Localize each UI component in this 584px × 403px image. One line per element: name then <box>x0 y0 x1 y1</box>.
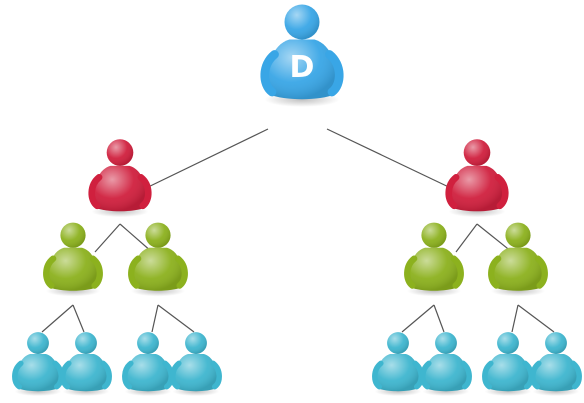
connector-line <box>151 304 159 333</box>
level-2-person-node <box>404 222 464 297</box>
level-2-person-node <box>43 222 103 297</box>
person-nodes: D <box>12 4 582 397</box>
level-3-person-node <box>530 332 582 397</box>
level-3-person-node <box>60 332 112 397</box>
connector-line <box>119 223 153 253</box>
root-person-node: D <box>260 4 344 107</box>
connector-line <box>72 304 85 333</box>
level-3-person-node <box>122 332 174 397</box>
connector-line <box>157 304 195 333</box>
connector-line <box>41 304 74 333</box>
level-1-person-node <box>445 139 509 218</box>
connector-line <box>326 128 456 191</box>
connector-line <box>511 304 519 333</box>
level-2-person-node <box>488 222 548 297</box>
connector-line <box>141 128 269 191</box>
level-3-person-node <box>12 332 64 397</box>
connector-line <box>94 223 121 253</box>
connector-lines <box>41 128 555 333</box>
level-3-person-node <box>420 332 472 397</box>
level-3-person-node <box>372 332 424 397</box>
root-node-label: D <box>290 50 315 85</box>
level-1-person-node <box>88 139 152 218</box>
connector-line <box>476 223 513 253</box>
level-3-person-node <box>170 332 222 397</box>
connector-line <box>517 304 555 333</box>
level-2-person-node <box>128 222 188 297</box>
connector-line <box>433 304 445 333</box>
connector-line <box>401 304 435 333</box>
level-3-person-node <box>482 332 534 397</box>
connector-line <box>455 223 478 253</box>
